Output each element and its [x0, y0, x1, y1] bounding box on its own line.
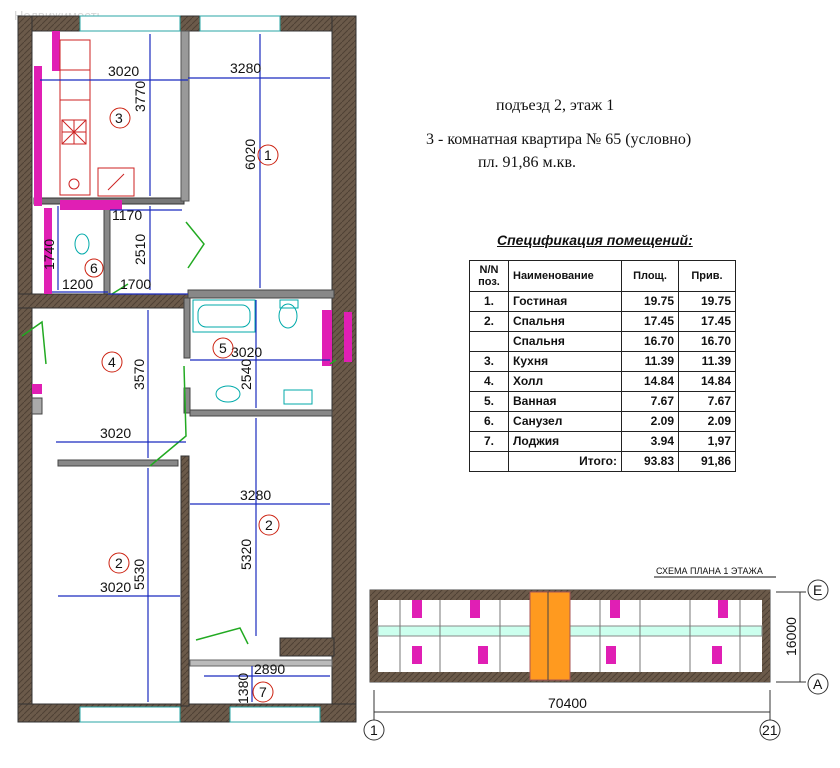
dimension-lines	[40, 34, 330, 702]
scheme-title: СХЕМА ПЛАНА 1 ЭТАЖА	[656, 566, 763, 576]
dim-corridor-height: 2510	[132, 234, 148, 265]
spec-col-num: N/N поз.	[469, 260, 509, 292]
room-label-kitchen: 3	[115, 110, 123, 126]
dim-loggia-height: 1380	[235, 673, 251, 704]
walls	[17, 15, 357, 723]
dim-hall-height: 3570	[131, 359, 147, 390]
spec-col-reduced: Прив.	[678, 260, 736, 292]
floor-scheme: СХЕМА ПЛАНА 1 ЭТАЖА	[363, 566, 829, 741]
dim-bath-width: 3020	[231, 344, 262, 360]
axis-label-bottom: А	[813, 676, 823, 692]
dim-wc-width-2: 1200	[62, 276, 93, 292]
dim-hall-width: 3020	[100, 425, 131, 441]
entrance-floor-label: подъезд 2, этаж 1	[496, 97, 615, 114]
room-label-wc: 6	[90, 260, 98, 276]
dim-loggia-width: 2890	[254, 661, 285, 677]
dim-bedroom2-width: 3280	[240, 487, 271, 503]
dim-wc-width: 1170	[112, 207, 142, 223]
axis-label-right: 21	[762, 722, 778, 738]
axis-label-left: 1	[370, 722, 378, 738]
dim-kitchen-width: 3020	[108, 63, 139, 79]
dim-wc-height: 1740	[41, 239, 57, 270]
room-label-bedroom-1: 2	[115, 555, 123, 571]
spec-col-name: Наименование	[508, 260, 622, 292]
dim-bedroom2-height: 5320	[238, 539, 254, 570]
dim-living-height: 6020	[242, 139, 258, 170]
room-label-bedroom-2: 2	[265, 517, 273, 533]
spec-col-area: Площ.	[621, 260, 679, 292]
dimension-labels: 3020 3280 3770 6020 1170 2510 1740 1200 …	[41, 60, 285, 704]
apartment-title: 3 - комнатная квартира № 65 (условно)	[426, 131, 692, 148]
dim-living-width: 3280	[230, 60, 261, 76]
room-label-loggia: 7	[259, 684, 267, 700]
room-label-bath: 5	[219, 340, 227, 356]
dim-bedroom1-height: 5530	[131, 559, 147, 590]
scheme-width: 70400	[548, 695, 587, 711]
room-markers	[84, 107, 280, 703]
apartment-area: пл. 91,86 м.кв.	[478, 154, 576, 171]
dim-kitchen-height: 3770	[132, 81, 148, 112]
dim-bath-height: 2540	[238, 359, 254, 390]
dim-bedroom1-width: 3020	[100, 579, 131, 595]
scheme-depth: 16000	[783, 617, 799, 656]
fixtures	[32, 31, 352, 405]
room-label-hall: 4	[108, 354, 116, 370]
axis-label-top: Е	[813, 582, 822, 598]
spec-title: Спецификация помещений:	[497, 232, 693, 248]
doors	[21, 221, 337, 645]
room-labels: 3 1 6 4 5 2 2 7	[90, 110, 273, 700]
room-label-living: 1	[264, 147, 272, 163]
dim-corridor-width: 1700	[120, 276, 151, 292]
spec-table: N/N поз. Наименование Площ. Прив. 1.Гост…	[469, 260, 736, 472]
